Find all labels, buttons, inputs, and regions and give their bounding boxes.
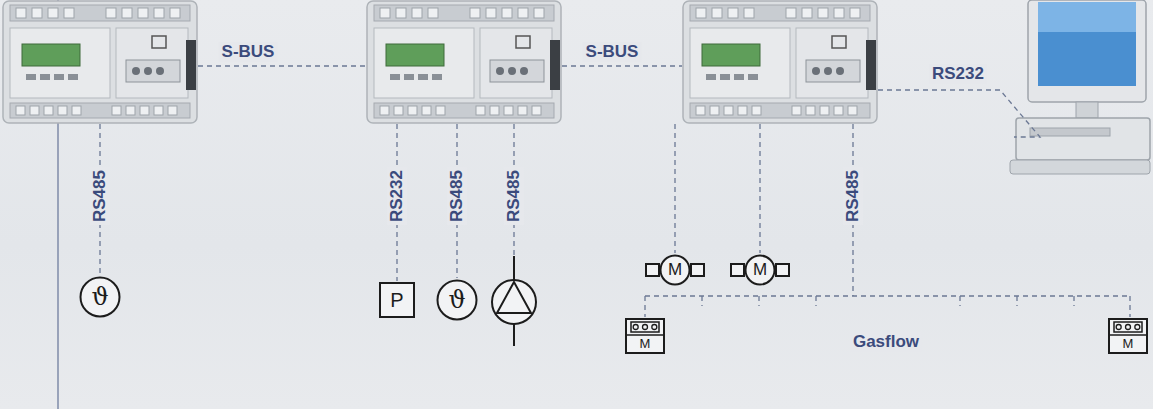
bus-label: S-BUS [219,42,278,62]
symbol-letter: M [640,336,651,351]
pump-symbol [492,256,536,346]
pressure-sensor: P [379,282,415,318]
symbol-letter: M [753,260,767,280]
motor-symbol: M [744,254,776,286]
network-label: Gasflow [850,332,922,352]
temperature-sensor: ϑ [79,276,121,318]
bus-wire [100,66,1130,317]
motor-symbol: M [659,254,691,286]
bus-label: RS485 [843,167,863,225]
symbol-letter: ϑ [448,286,465,314]
bus-label: RS485 [447,167,467,225]
gas-meter: M [1108,318,1148,354]
symbol-letter: M [668,260,682,280]
symbol-letter: ϑ [91,283,108,311]
computer [1010,0,1150,174]
symbol-letter: M [1123,336,1134,351]
bus-label: S-BUS [583,42,642,62]
bus-label: RS232 [387,167,407,225]
controller [367,1,561,123]
symbol-letter: P [390,289,403,312]
controller [683,1,877,123]
bus-label: RS485 [90,167,110,225]
controller [3,1,197,123]
bus-label: RS232 [929,64,987,84]
gas-meter: M [625,318,665,354]
bus-label: RS485 [504,167,524,225]
temperature-sensor: ϑ [436,279,478,321]
